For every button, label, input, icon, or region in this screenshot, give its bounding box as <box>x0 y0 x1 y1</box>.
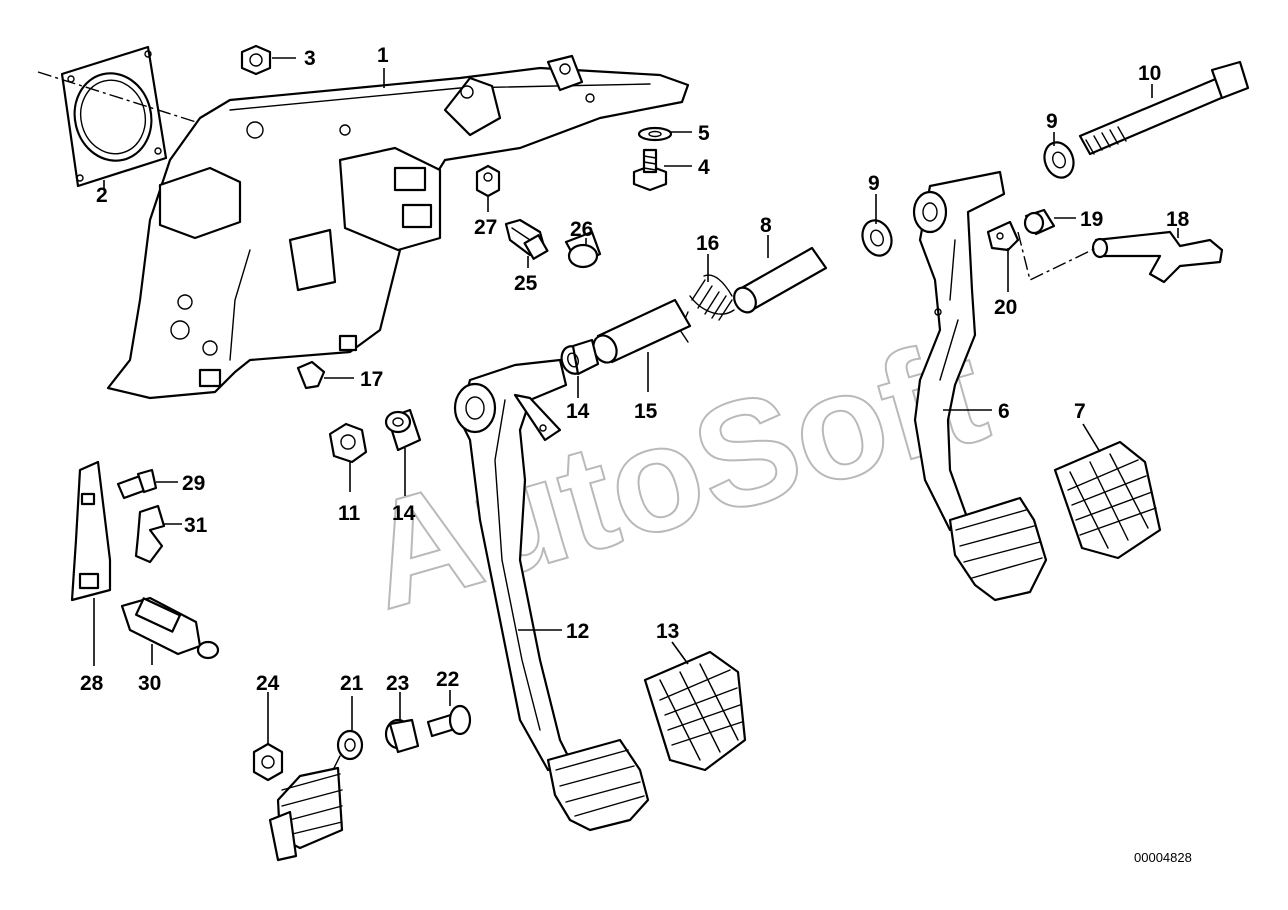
axis-line-20 <box>1017 231 1097 282</box>
callout-27: 27 <box>474 216 497 239</box>
part-10-bolt[interactable] <box>1078 60 1250 156</box>
part-6-pedal-pad[interactable] <box>948 496 1048 602</box>
part-27-nut[interactable] <box>475 164 501 198</box>
callout-19: 19 <box>1080 208 1103 231</box>
callout-4: 4 <box>698 156 710 179</box>
callout-29: 29 <box>182 472 205 495</box>
part-14-bushing-upper[interactable] <box>558 338 600 377</box>
callout-9-left: 9 <box>868 172 880 195</box>
callout-15: 15 <box>634 400 658 423</box>
part-2-gasket-plate[interactable] <box>60 45 168 188</box>
callout-26: 26 <box>570 218 593 241</box>
part-18-pushrod[interactable] <box>1091 230 1224 284</box>
callout-6: 6 <box>998 400 1010 423</box>
callout-10: 10 <box>1138 62 1161 85</box>
callout-24: 24 <box>256 672 280 695</box>
part-6-clutch-pedal[interactable] <box>912 170 1006 532</box>
part-28-bracket[interactable] <box>70 460 112 602</box>
callout-31: 31 <box>184 514 208 537</box>
part-17-clip[interactable] <box>296 360 326 390</box>
callout-25: 25 <box>514 272 538 295</box>
callout-11: 11 <box>338 502 361 525</box>
callout-14-upper: 14 <box>566 400 590 423</box>
callout-7: 7 <box>1074 400 1086 423</box>
callout-1: 1 <box>377 44 389 67</box>
callout-8: 8 <box>760 214 772 237</box>
callout-12: 12 <box>566 620 589 643</box>
part-1-pedal-bracket[interactable] <box>106 54 690 400</box>
part-14-bushing-lower[interactable] <box>384 408 422 452</box>
part-21-spring-assembly[interactable] <box>268 729 364 862</box>
part-9-washer-right[interactable] <box>1040 138 1079 181</box>
part-8-sleeve[interactable] <box>730 246 828 316</box>
part-5-washer[interactable] <box>637 126 673 142</box>
part-4-bolt[interactable] <box>632 148 668 192</box>
part-7-pedal-cover[interactable] <box>1053 440 1162 560</box>
part-16-spring[interactable] <box>679 274 735 343</box>
document-number: 00004828 <box>1134 850 1192 865</box>
callout-28: 28 <box>80 672 104 695</box>
part-12-brake-pedal[interactable] <box>453 358 572 772</box>
part-15-tube[interactable] <box>589 298 692 366</box>
part-3-nut[interactable] <box>240 44 272 76</box>
callout-5: 5 <box>698 122 710 145</box>
part-29-screw[interactable] <box>116 468 158 500</box>
callout-18: 18 <box>1166 208 1190 231</box>
leader-lines <box>93 57 1179 744</box>
part-11-nut[interactable] <box>328 422 368 464</box>
part-26-cap[interactable] <box>564 230 602 269</box>
part-20-bracket[interactable] <box>986 220 1020 252</box>
part-19-pin[interactable] <box>1023 208 1056 236</box>
callout-16: 16 <box>696 232 719 255</box>
part-23-bushing[interactable] <box>384 718 420 754</box>
callout-30: 30 <box>138 672 161 695</box>
part-25-bolt[interactable] <box>504 218 549 260</box>
part-30-switch[interactable] <box>120 596 220 660</box>
part-13-pedal-cover[interactable] <box>643 650 747 772</box>
part-12-pedal-pad[interactable] <box>546 738 650 832</box>
callout-21: 21 <box>340 672 364 695</box>
callout-13: 13 <box>656 620 679 643</box>
callout-labels: 1 2 3 4 5 6 7 8 9 9 10 11 12 13 14 14 15… <box>80 44 1190 695</box>
part-31-clip[interactable] <box>134 504 166 564</box>
callout-9-right: 9 <box>1046 110 1058 133</box>
callout-20: 20 <box>994 296 1017 319</box>
part-24-nut[interactable] <box>252 742 284 782</box>
part-22-pin[interactable] <box>426 704 472 738</box>
callout-17: 17 <box>360 368 383 391</box>
callout-22: 22 <box>436 668 459 691</box>
part-9-washer-left[interactable] <box>858 216 897 259</box>
watermark-text: AutoSoft <box>348 305 1003 641</box>
callout-14-lower: 14 <box>392 502 416 525</box>
callout-2: 2 <box>96 184 108 207</box>
callout-23: 23 <box>386 672 409 695</box>
callout-3: 3 <box>304 47 316 70</box>
axis-line-2 <box>37 71 197 123</box>
